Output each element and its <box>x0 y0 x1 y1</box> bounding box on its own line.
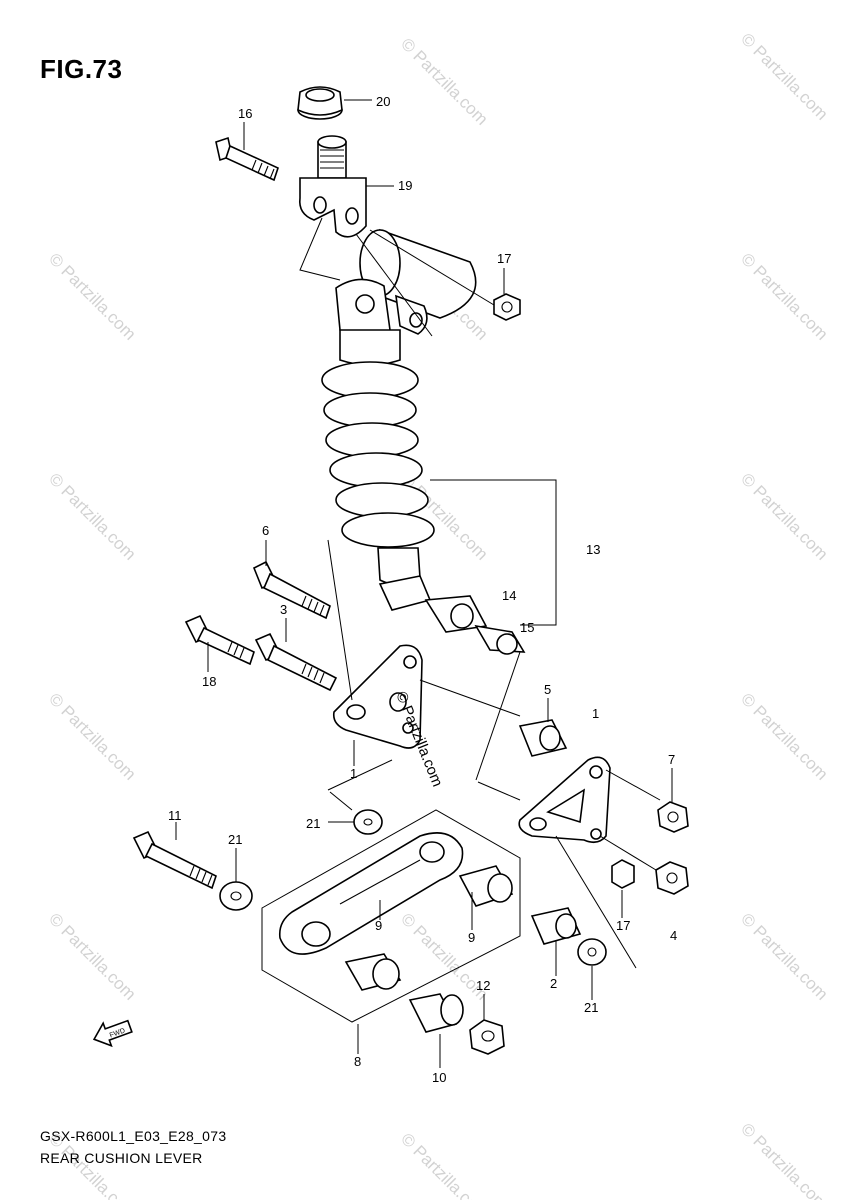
watermark: © Partzilla.com <box>737 909 831 1003</box>
part-2-collar <box>530 907 582 945</box>
callout-5: 5 <box>544 682 551 697</box>
callout-21: 21 <box>584 1000 598 1015</box>
watermark: © Partzilla.com <box>737 689 831 783</box>
callout-1: 1 <box>350 766 357 781</box>
part-3-bolt <box>254 632 338 692</box>
watermark: © Partzilla.com <box>397 1129 491 1200</box>
part-9-bearing-right <box>458 865 514 907</box>
part-8-link <box>278 832 464 955</box>
watermark: © Partzilla.com <box>737 469 831 563</box>
part-12-nut <box>469 1019 505 1055</box>
part-1-plate-left <box>332 644 423 749</box>
part-20-cap <box>297 86 343 120</box>
part-1-plate-right <box>518 756 611 844</box>
part-21-washer-upper <box>353 809 383 835</box>
callout-13: 13 <box>586 542 600 557</box>
part-7-nut <box>657 801 689 833</box>
watermark: © Partzilla.com <box>737 1119 831 1200</box>
watermark: © Partzilla.com <box>45 909 139 1003</box>
callout-20: 20 <box>376 94 390 109</box>
callout-12: 12 <box>476 978 490 993</box>
shock-shaft <box>317 135 347 179</box>
part-11-bolt <box>132 830 217 890</box>
callout-8: 8 <box>354 1054 361 1069</box>
watermark: © Partzilla.com <box>737 249 831 343</box>
callout-9: 9 <box>468 930 475 945</box>
callout-17: 17 <box>497 251 511 266</box>
part-6-bolt <box>252 560 331 620</box>
callout-6: 6 <box>262 523 269 538</box>
callout-16: 16 <box>238 106 252 121</box>
model-code: GSX-R600L1_E03_E28_073 <box>40 1128 227 1144</box>
watermark: © Partzilla.com <box>45 249 139 343</box>
part-9-bearing-left <box>344 953 402 991</box>
callout-9: 9 <box>375 918 382 933</box>
part-4-nut <box>655 861 689 895</box>
callout-labels: 16 20 19 17 13 6 14 15 3 18 5 1 1 7 21 1… <box>168 94 677 1085</box>
part-15-collar <box>474 624 526 655</box>
part-21-washer-left <box>219 881 253 911</box>
part-16-bolt <box>215 136 279 182</box>
part-13-bracket <box>430 479 557 626</box>
callout-10: 10 <box>432 1070 446 1085</box>
figure-title: FIG.73 <box>40 54 123 84</box>
part-19-clevis <box>298 177 367 238</box>
callout-17: 17 <box>616 918 630 933</box>
shock-body <box>335 228 477 337</box>
callout-3: 3 <box>280 602 287 617</box>
watermark: © Partzilla.com <box>45 469 139 563</box>
callout-21: 21 <box>306 816 320 831</box>
section-name: REAR CUSHION LEVER <box>40 1150 203 1166</box>
callout-19: 19 <box>398 178 412 193</box>
part-17-nut-lower <box>611 859 635 889</box>
watermark: © Partzilla.com <box>45 689 139 783</box>
callout-2: 2 <box>550 976 557 991</box>
callout-21: 21 <box>228 832 242 847</box>
callout-14: 14 <box>502 588 516 603</box>
callout-1: 1 <box>592 706 599 721</box>
shock-spring <box>321 329 435 586</box>
leader-lines <box>175 99 673 1068</box>
watermark: © Partzilla.com <box>397 34 491 128</box>
assembly-lines-middle <box>327 539 661 969</box>
part-14-bushing <box>378 575 488 633</box>
callout-4: 4 <box>670 928 677 943</box>
part-17-nut-upper <box>493 293 521 321</box>
callout-15: 15 <box>520 620 534 635</box>
part-10-bushing <box>408 993 464 1033</box>
callout-11: 11 <box>168 808 182 823</box>
part-5-collar <box>518 719 568 757</box>
part-8-link-frame <box>261 809 521 1023</box>
part-21-washer-right <box>577 938 607 966</box>
fwd-arrow-icon: FWD <box>92 1019 133 1048</box>
callout-18: 18 <box>202 674 216 689</box>
callout-7: 7 <box>668 752 675 767</box>
watermark: © Partzilla.com <box>737 29 831 123</box>
assembly-lines-upper <box>299 217 495 337</box>
part-18-bolt <box>184 614 255 666</box>
